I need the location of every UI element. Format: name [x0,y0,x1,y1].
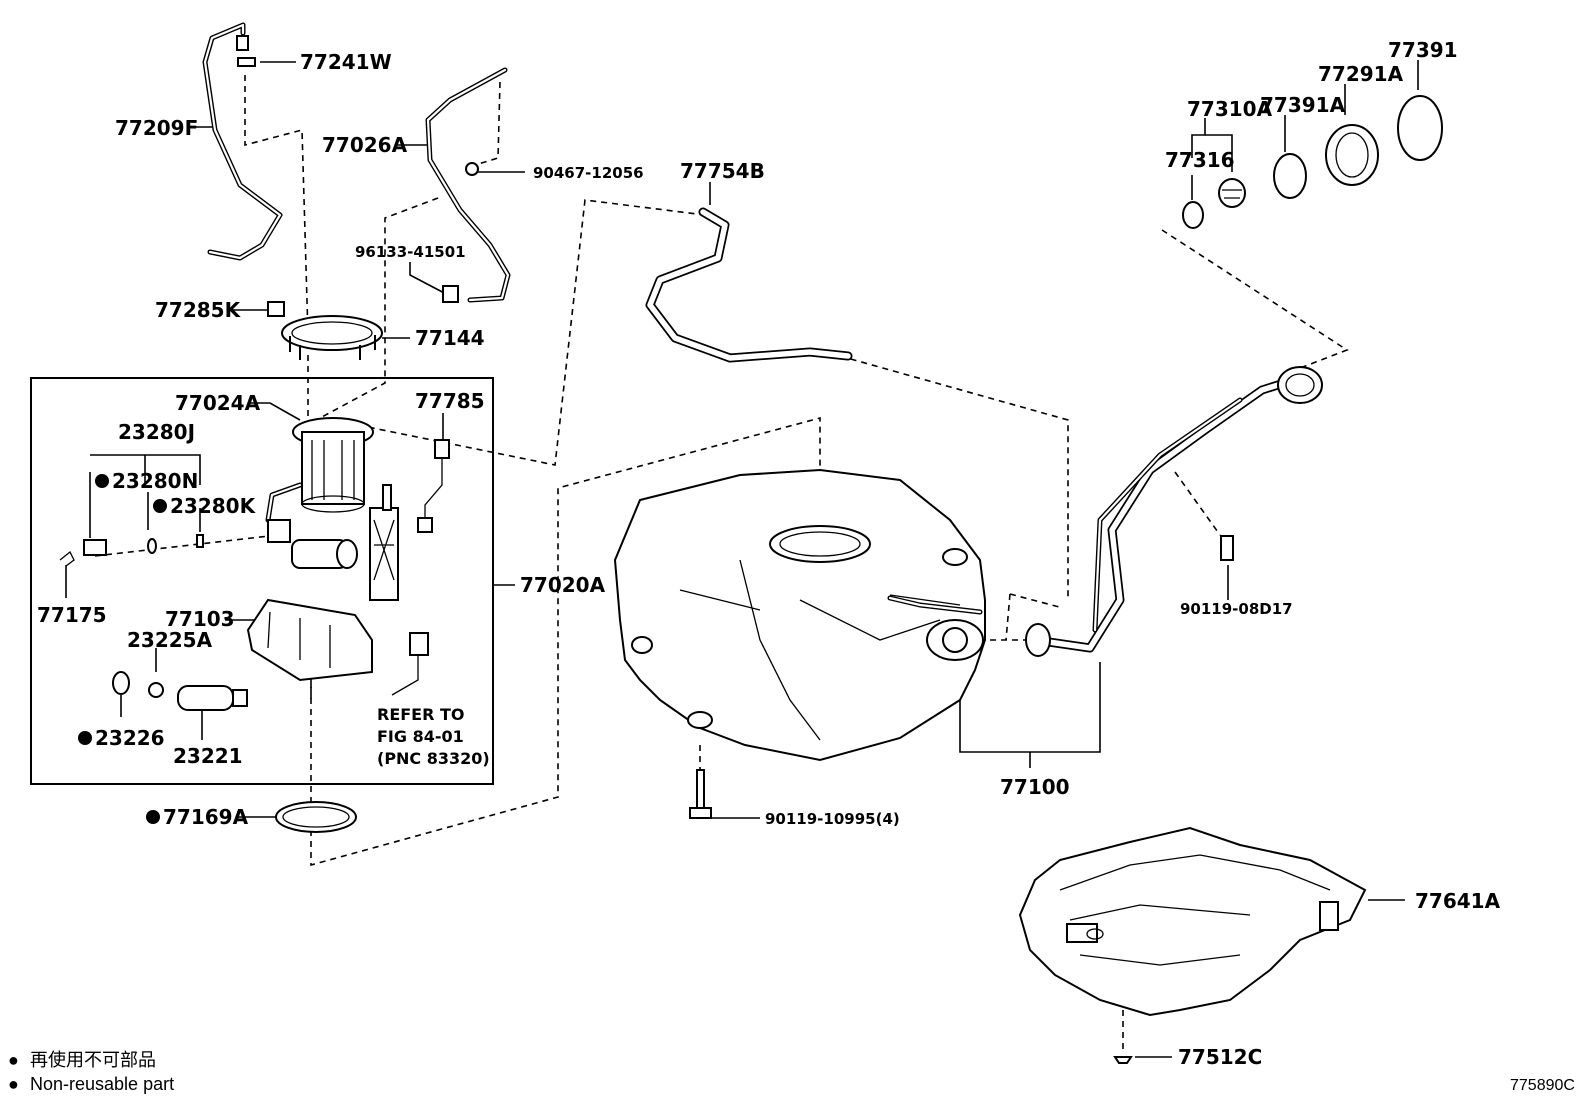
part-label-77024A: 77024A [175,391,261,415]
pump-assembly-box [30,377,494,785]
refer-note-line-1: REFER TO [377,705,465,724]
part-label-23221: 23221 [173,744,243,768]
refer-note-line-2: FIG 84-01 [377,727,464,746]
legend-english: Non-reusable part [30,1074,174,1094]
fuel-tank-77100 [613,468,986,762]
fuel-cap-parts [1182,95,1443,229]
part-label-23280J: 23280J [118,420,195,444]
part-label-77209F: 77209F [115,116,198,140]
part-label-23280N: 23280N [112,469,198,493]
vent-tube-77209F [202,22,283,261]
clip-77285K [267,301,285,317]
pump-module-77024A [292,417,374,513]
part-label-77285K: 77285K [155,298,242,322]
part-label-77310A: 77310A [1187,97,1273,121]
part-labels: 77241W 77209F 77026A 90467-12056 96133-4… [37,38,1501,1069]
non-reusable-dot-23280K [153,499,167,513]
clip-77175 [59,550,75,567]
part-label-90119-10995: 90119-10995(4) [765,810,900,828]
part-label-77103: 77103 [165,607,235,631]
bolt-90119-08D17 [1220,535,1234,561]
retainer-ring-77144 [281,315,383,360]
legend-symbol-2: ● [8,1074,19,1094]
sender-77785 [417,439,450,533]
refer-note: REFER TO FIG 84-01 (PNC 83320) [377,705,490,768]
protector-77641A [1018,826,1367,1017]
part-label-77175: 77175 [37,603,107,627]
clip-77512C [1113,1056,1133,1064]
part-label-77026A: 77026A [322,133,408,157]
part-label-23226: 23226 [95,726,165,750]
non-reusable-dot-23226 [78,731,92,745]
part-label-77169A: 77169A [163,805,249,829]
part-label-77785: 77785 [415,389,485,413]
filler-pipe [1025,366,1323,657]
bolt-90119-10995 [689,769,712,819]
part-label-90467-12056: 90467-12056 [533,164,644,182]
fuel-pump-23221 [112,671,248,711]
legend-symbol-1: ● [8,1050,19,1070]
part-label-77754B: 77754B [680,159,765,183]
part-label-77241W: 77241W [300,50,392,74]
part-label-96133-41501: 96133-41501 [355,243,466,261]
legend: ● 再使用不可部品 ● Non-reusable part [8,1050,174,1094]
part-label-77020A: 77020A [520,573,606,597]
tube-77026A [425,67,511,303]
filter-set-23280 [83,534,204,556]
part-label-77641A: 77641A [1415,889,1501,913]
leader-lines [65,60,1419,1058]
part-label-77291A: 77291A [1318,62,1404,86]
refer-note-line-3: (PNC 83320) [377,749,490,768]
legend-japanese: 再使用不可部品 [30,1050,156,1070]
part-label-77144: 77144 [415,326,485,350]
part-label-23225A: 23225A [127,628,213,652]
part-label-90119-08D17: 90119-08D17 [1180,600,1293,618]
part-label-77100: 77100 [1000,775,1070,799]
non-reusable-dot-77169A [146,810,160,824]
part-label-77391A: 77391A [1260,93,1346,117]
part-label-23280K: 23280K [170,494,257,518]
bracket-77103 [246,598,429,696]
part-label-77391: 77391 [1388,38,1458,62]
figure-code: 775890C [1510,1077,1575,1094]
part-label-77316: 77316 [1165,148,1235,172]
hose-77754B [645,207,853,363]
clip-77241W [237,57,256,67]
part-label-77512C: 77512C [1178,1045,1262,1069]
gasket-77169A [275,801,357,833]
pump-inner-parts [265,482,399,601]
non-reusable-dot-23280N [95,474,109,488]
